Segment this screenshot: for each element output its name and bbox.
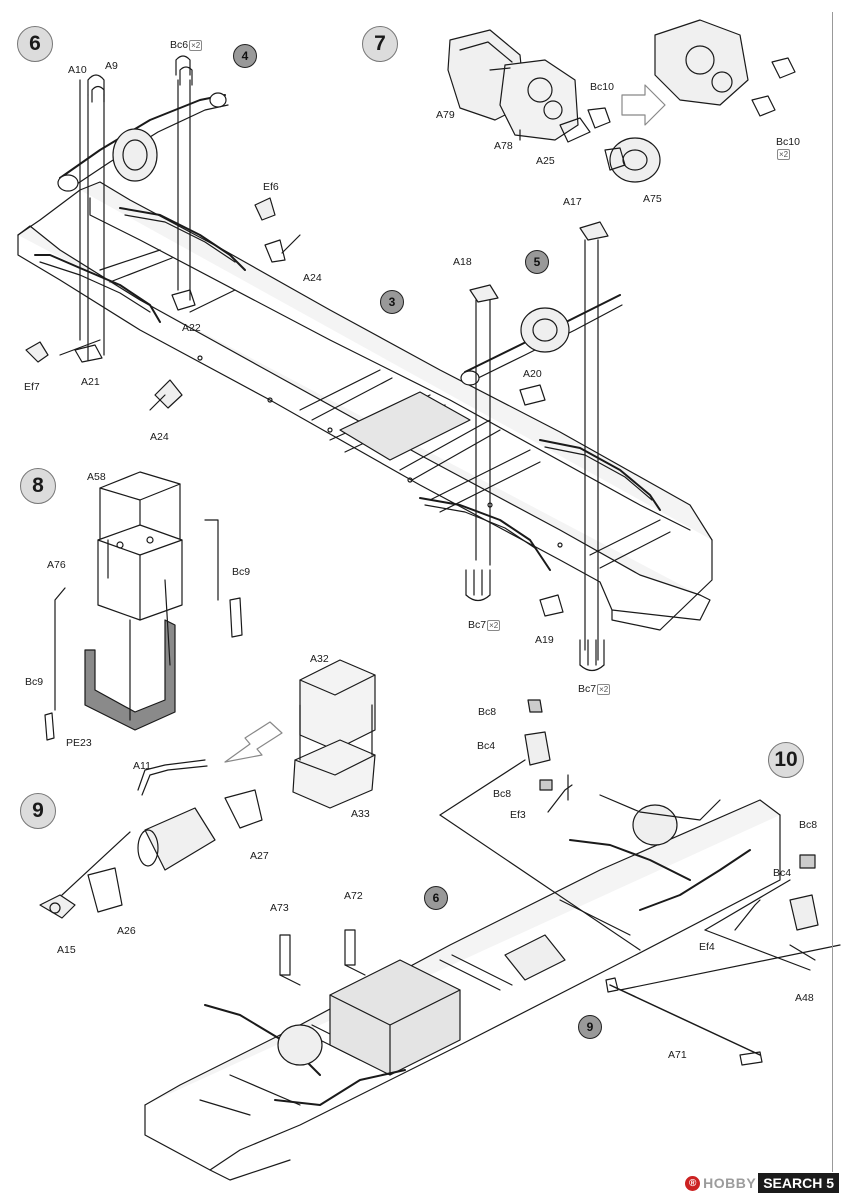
step-10-marker: 10 — [768, 742, 804, 778]
part-label-ef6: Ef6 — [263, 181, 279, 193]
part-label-a79: A79 — [436, 109, 455, 121]
step-9-marker: 9 — [20, 793, 56, 829]
u-bolts-front — [79, 55, 193, 361]
lower-chassis-frame — [144, 699, 841, 1181]
callout-5: 5 — [525, 250, 549, 274]
part-label-a19: A19 — [535, 634, 554, 646]
part-label-a15: A15 — [57, 944, 76, 956]
part-label-a71: A71 — [668, 1049, 687, 1061]
u-bolts-rear — [465, 569, 605, 672]
part-label-a33: A33 — [351, 808, 370, 820]
step-6-marker: 6 — [17, 26, 53, 62]
upper-chassis-frame — [17, 181, 713, 631]
quantity-badge: ×2 — [777, 149, 791, 160]
part-label-bc10: Bc10×2 — [776, 136, 800, 160]
step-8-marker: 8 — [20, 468, 56, 504]
transfer-case-assembly — [447, 19, 796, 183]
watermark-brand-search: SEARCH 5 — [758, 1173, 839, 1193]
part-label-a25: A25 — [536, 155, 555, 167]
part-label-a78: A78 — [494, 140, 513, 152]
part-label-ef3: Ef3 — [510, 809, 526, 821]
starter-assembly — [39, 759, 263, 919]
part-label-bc9: Bc9 — [232, 566, 251, 578]
part-label-bc8: Bc8 — [799, 819, 818, 831]
part-label-a58: A58 — [87, 471, 106, 483]
part-label-a75: A75 — [643, 193, 662, 205]
part-label-a9: A9 — [105, 60, 118, 72]
part-label-bc9: Bc9 — [25, 676, 44, 688]
part-label-bc8: Bc8 — [478, 706, 497, 718]
part-label-a10: A10 — [68, 64, 87, 76]
part-label-a32: A32 — [310, 653, 329, 665]
small-parts-step6 — [25, 197, 301, 411]
part-label-a48: A48 — [795, 992, 814, 1004]
callout-6: 6 — [424, 886, 448, 910]
step-7-marker: 7 — [362, 26, 398, 62]
watermark-brand: HOBBY — [703, 1175, 757, 1191]
part-label-a72: A72 — [344, 890, 363, 902]
page-border — [832, 12, 833, 1172]
front-axle-assembly — [57, 92, 229, 192]
fuel-tank-parts — [224, 659, 376, 809]
part-label-a24: A24 — [303, 272, 322, 284]
part-label-ef7: Ef7 — [24, 381, 40, 393]
part-label-bc4: Bc4 — [773, 867, 792, 879]
quantity-badge: ×2 — [189, 40, 203, 51]
part-label-a26: A26 — [117, 925, 136, 937]
registered-mark-icon: ® — [685, 1175, 701, 1191]
part-label-a22: A22 — [182, 322, 201, 334]
quantity-badge: ×2 — [487, 620, 501, 631]
part-label-bc6: Bc6×2 — [170, 39, 203, 51]
part-label-bc10: Bc10 — [590, 81, 614, 93]
part-label-bc7: Bc7×2 — [468, 619, 501, 631]
part-label-a27: A27 — [250, 850, 269, 862]
part-label-a17: A17 — [563, 196, 582, 208]
callout-3: 3 — [380, 290, 404, 314]
part-label-pe23: PE23 — [66, 737, 92, 749]
part-label-a21: A21 — [81, 376, 100, 388]
rear-axle-assembly — [460, 221, 623, 661]
part-label-a11: A11 — [133, 760, 151, 772]
part-label-a20: A20 — [523, 368, 542, 380]
part-label-a24: A24 — [150, 431, 169, 443]
part-label-a76: A76 — [47, 559, 66, 571]
quantity-badge: ×2 — [597, 684, 611, 695]
page-number: 5 — [826, 1175, 834, 1191]
part-label-ef4: Ef4 — [699, 941, 715, 953]
part-label-bc7: Bc7×2 — [578, 683, 611, 695]
part-label-a73: A73 — [270, 902, 289, 914]
part-label-bc8: Bc8 — [493, 788, 512, 800]
callout-4: 4 — [233, 44, 257, 68]
callout-9: 9 — [578, 1015, 602, 1039]
part-label-bc4: Bc4 — [477, 740, 496, 752]
hobbysearch-watermark: ® HOBBY SEARCH 5 — [685, 1172, 839, 1194]
part-label-a18: A18 — [453, 256, 472, 268]
battery-assembly — [44, 471, 243, 741]
